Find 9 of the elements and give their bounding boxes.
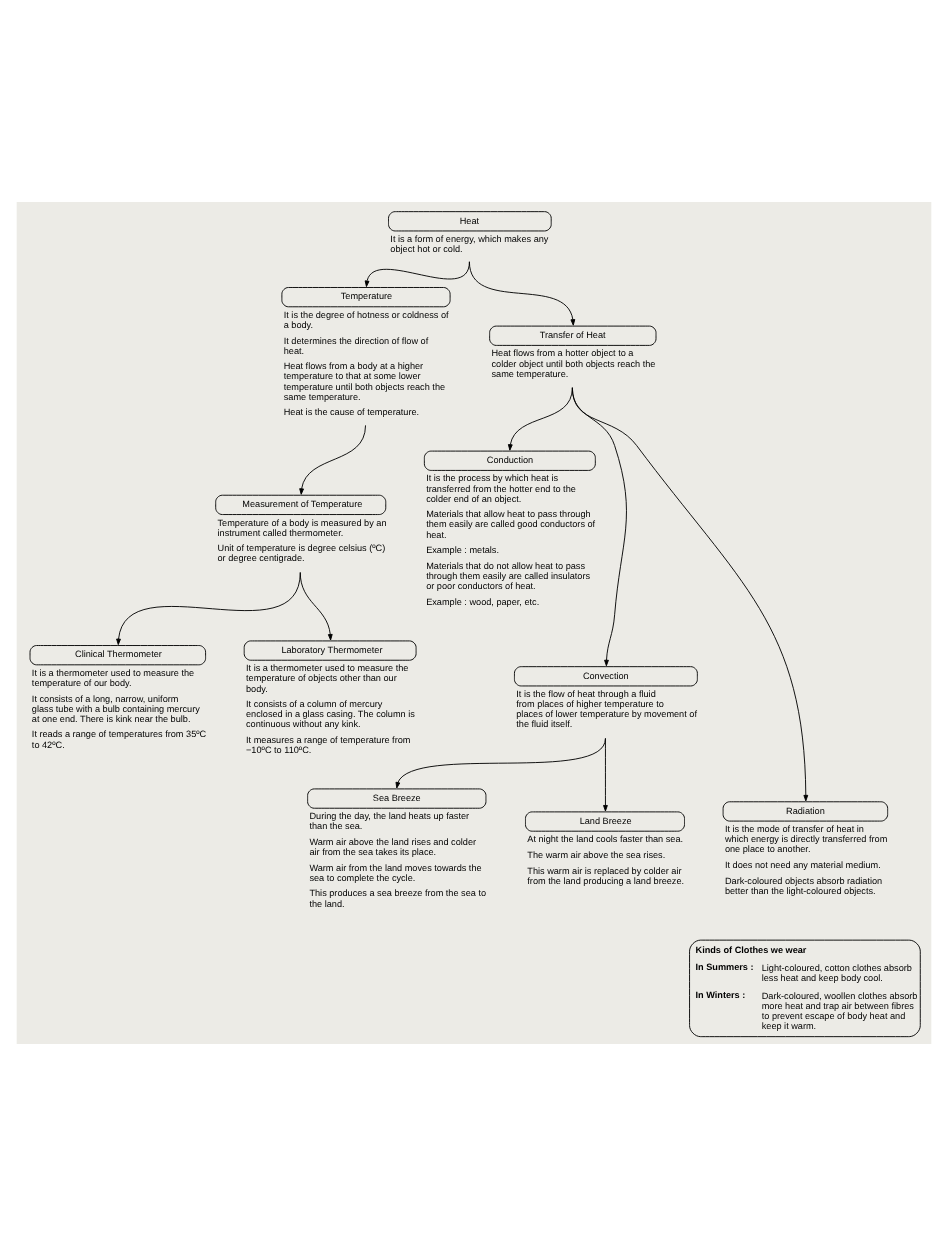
arrow — [116, 572, 301, 646]
arrow — [395, 737, 606, 789]
arrow — [507, 387, 573, 451]
arrow — [603, 737, 608, 812]
arrow — [468, 261, 576, 326]
arrow — [299, 572, 333, 641]
arrow — [364, 261, 470, 288]
arrow — [571, 387, 809, 802]
arrow — [299, 424, 366, 495]
